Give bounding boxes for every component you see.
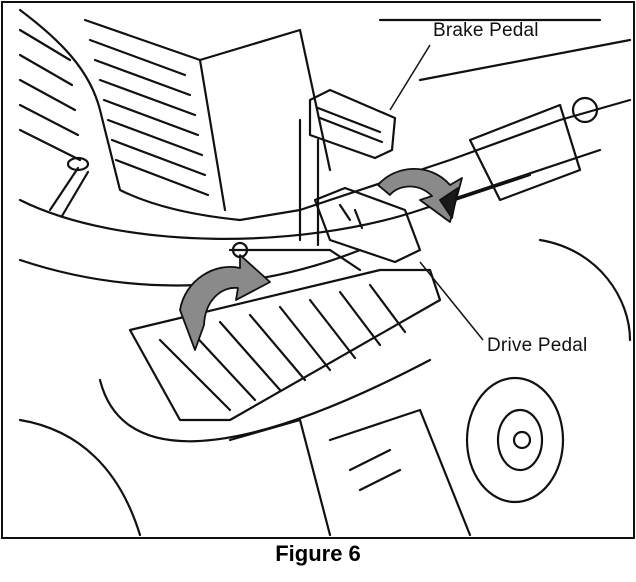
lower-mechanism (18, 408, 472, 537)
footrest-deck (98, 268, 442, 443)
hood-grille (18, 8, 332, 222)
drive-pedal-leader (419, 261, 484, 341)
figure-caption: Figure 6 (275, 541, 361, 566)
figure-border (1, 1, 635, 539)
figure-illustration (1, 1, 635, 539)
brake-pedal-shape (298, 88, 397, 247)
wheel (465, 376, 565, 504)
brake-pedal-leader (389, 44, 431, 111)
rotation-arrow-drive (179, 254, 271, 351)
drive-pedal-label: Drive Pedal (487, 335, 588, 356)
callout-leaders (389, 44, 484, 341)
left-lever (48, 156, 90, 218)
brake-pedal-label: Brake Pedal (433, 20, 539, 41)
rotation-arrow-brake (377, 167, 463, 223)
